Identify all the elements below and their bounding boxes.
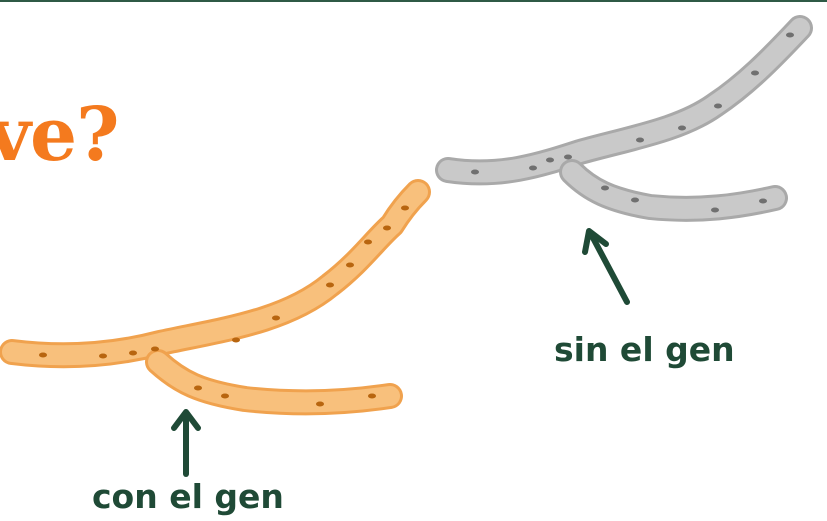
orange-hypha xyxy=(12,192,418,407)
nucleus-dot xyxy=(678,126,686,131)
nucleus-dot xyxy=(564,155,572,160)
nucleus-dot xyxy=(601,186,609,191)
nucleus-dot xyxy=(631,198,639,203)
nucleus-dot xyxy=(368,394,376,399)
nucleus-dot xyxy=(471,170,479,175)
nucleus-dot xyxy=(383,226,391,231)
gray-hypha xyxy=(448,28,800,213)
nucleus-dot xyxy=(546,158,554,163)
arrow-without-gene-shaft xyxy=(592,236,627,302)
nucleus-dot xyxy=(759,199,767,204)
nucleus-dot xyxy=(221,394,229,399)
nucleus-dot xyxy=(711,208,719,213)
label-without-gene: sin el gen xyxy=(554,333,735,366)
nucleus-dot xyxy=(129,351,137,356)
nucleus-dot xyxy=(786,33,794,38)
nucleus-dot xyxy=(636,138,644,143)
nucleus-dot xyxy=(401,206,409,211)
nucleus-dot xyxy=(529,166,537,171)
label-with-gene: con el gen xyxy=(92,480,284,513)
gray-hypha-branch-body xyxy=(572,172,775,209)
nucleus-dot xyxy=(151,347,159,352)
nucleus-dot xyxy=(751,71,759,76)
nucleus-dot xyxy=(99,354,107,359)
nucleus-dot xyxy=(316,402,324,407)
gray-hypha-nuclei xyxy=(471,33,794,213)
nucleus-dot xyxy=(194,386,202,391)
nucleus-dot xyxy=(326,283,334,288)
gray-hypha-main-body xyxy=(448,28,800,172)
nucleus-dot xyxy=(272,316,280,321)
arrow-with-gene xyxy=(174,412,198,474)
orange-hypha-nuclei xyxy=(39,206,409,407)
nucleus-dot xyxy=(232,338,240,343)
orange-hypha-main-body xyxy=(12,192,418,355)
nucleus-dot xyxy=(364,240,372,245)
arrow-without-gene xyxy=(585,231,627,302)
nucleus-dot xyxy=(714,104,722,109)
nucleus-dot xyxy=(346,263,354,268)
nucleus-dot xyxy=(39,353,47,358)
